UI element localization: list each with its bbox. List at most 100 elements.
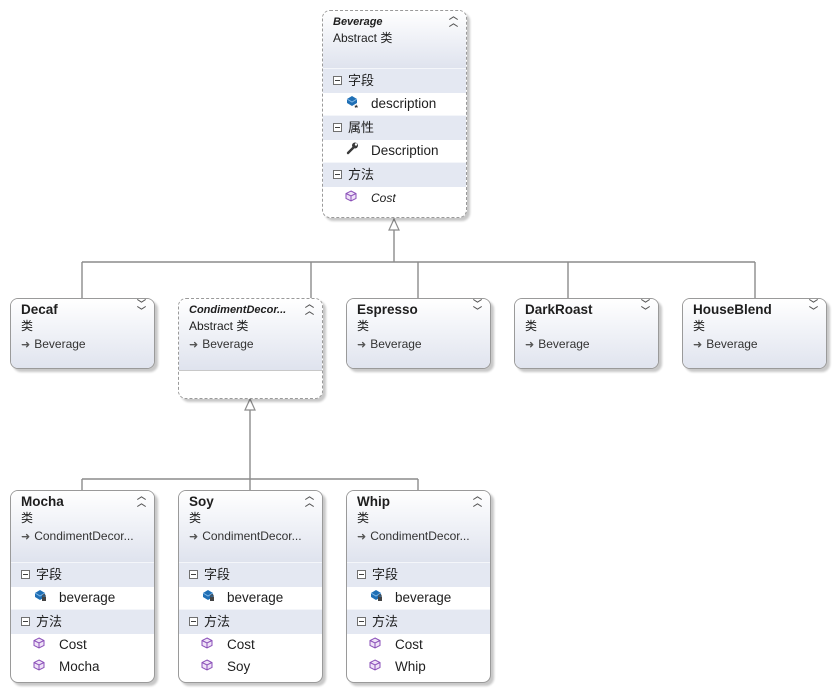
section-fields[interactable]: 字段: [179, 562, 322, 587]
chevron-down-icon[interactable]: ﹀﹀: [472, 299, 482, 316]
chevron-up-icon[interactable]: ︿︿: [472, 491, 482, 508]
base-class: ➜Beverage: [525, 337, 648, 353]
member-method[interactable]: Mocha: [11, 656, 154, 678]
class-dark-roast[interactable]: DarkRoast 类 ➜Beverage ﹀﹀: [514, 298, 659, 369]
class-stereotype: 类: [189, 511, 202, 525]
collapse-icon[interactable]: [333, 75, 342, 85]
wrench-property-icon: [345, 140, 371, 162]
member-name: description: [371, 96, 437, 111]
collapse-icon[interactable]: [357, 569, 366, 579]
member-field[interactable]: beverage: [347, 587, 490, 609]
class-stereotype: 类: [693, 319, 706, 333]
private-field-icon: [201, 587, 227, 609]
base-class-name: Beverage: [202, 337, 254, 351]
base-class: ➜Beverage: [357, 337, 480, 353]
class-name: Espresso: [357, 302, 418, 317]
collapse-icon[interactable]: [333, 169, 342, 179]
base-class-name: Beverage: [538, 337, 590, 351]
private-field-icon: [33, 587, 59, 609]
class-header[interactable]: HouseBlend 类 ➜Beverage ﹀﹀: [683, 299, 826, 368]
class-header[interactable]: Mocha 类 ➜CondimentDecor... ︿︿: [11, 491, 154, 562]
member-field[interactable]: beverage: [179, 587, 322, 609]
section-methods[interactable]: 方法: [179, 609, 322, 634]
member-property[interactable]: Description: [323, 140, 466, 162]
member-name: Mocha: [59, 659, 100, 674]
class-name: Soy: [189, 494, 214, 509]
section-methods[interactable]: 方法: [347, 609, 490, 634]
class-mocha[interactable]: Mocha 类 ➜CondimentDecor... ︿︿ 字段 beverag…: [10, 490, 155, 683]
section-methods[interactable]: 方法: [11, 609, 154, 634]
member-method[interactable]: Cost: [11, 634, 154, 656]
member-field[interactable]: description: [323, 93, 466, 115]
member-name: Cost: [227, 637, 255, 652]
base-class: ➜Beverage: [21, 337, 144, 353]
class-house-blend[interactable]: HouseBlend 类 ➜Beverage ﹀﹀: [682, 298, 827, 369]
section-properties[interactable]: 属性: [323, 115, 466, 140]
class-header[interactable]: Decaf 类 ➜Beverage ﹀﹀: [11, 299, 154, 368]
class-beverage[interactable]: Beverage Abstract 类 ︿︿ 字段 description 属性…: [322, 10, 467, 218]
private-field-icon: [369, 587, 395, 609]
method-cube-icon: [33, 634, 59, 656]
class-header[interactable]: Beverage Abstract 类 ︿︿: [323, 11, 466, 68]
member-method[interactable]: Cost: [179, 634, 322, 656]
method-cube-icon: [345, 187, 371, 209]
chevron-up-icon[interactable]: ︿︿: [448, 11, 458, 28]
section-fields[interactable]: 字段: [11, 562, 154, 587]
class-header[interactable]: Soy 类 ➜CondimentDecor... ︿︿: [179, 491, 322, 562]
class-header[interactable]: CondimentDecor... Abstract 类 ➜Beverage ︿…: [179, 299, 322, 370]
class-condiment-decorator[interactable]: CondimentDecor... Abstract 类 ➜Beverage ︿…: [178, 298, 323, 399]
chevron-down-icon[interactable]: ﹀﹀: [808, 299, 818, 316]
section-title: 方法: [348, 167, 375, 182]
inheritance-arrow-icon: ➜: [21, 531, 31, 543]
base-class: ➜CondimentDecor...: [189, 529, 312, 545]
collapse-icon[interactable]: [333, 122, 342, 132]
section-title: 字段: [36, 567, 63, 582]
collapse-icon[interactable]: [21, 616, 30, 626]
member-name: Cost: [59, 637, 87, 652]
section-title: 字段: [348, 73, 375, 88]
base-class-name: CondimentDecor...: [34, 529, 134, 543]
class-header[interactable]: Espresso 类 ➜Beverage ﹀﹀: [347, 299, 490, 368]
section-fields[interactable]: 字段: [347, 562, 490, 587]
collapse-icon[interactable]: [189, 569, 198, 579]
class-espresso[interactable]: Espresso 类 ➜Beverage ﹀﹀: [346, 298, 491, 369]
class-soy[interactable]: Soy 类 ➜CondimentDecor... ︿︿ 字段 beverage …: [178, 490, 323, 683]
member-method[interactable]: Cost: [347, 634, 490, 656]
member-name: Whip: [395, 659, 426, 674]
member-method[interactable]: Whip: [347, 656, 490, 678]
collapse-icon[interactable]: [189, 616, 198, 626]
class-name: CondimentDecor...: [189, 304, 287, 316]
class-decaf[interactable]: Decaf 类 ➜Beverage ﹀﹀: [10, 298, 155, 369]
member-name: Description: [371, 143, 439, 158]
chevron-up-icon[interactable]: ︿︿: [304, 299, 314, 316]
class-header[interactable]: Whip 类 ➜CondimentDecor... ︿︿: [347, 491, 490, 562]
class-whip[interactable]: Whip 类 ➜CondimentDecor... ︿︿ 字段 beverage…: [346, 490, 491, 683]
chevron-down-icon[interactable]: ﹀﹀: [136, 299, 146, 316]
chevron-up-icon[interactable]: ︿︿: [304, 491, 314, 508]
base-class-name: Beverage: [34, 337, 86, 351]
section-title: 方法: [204, 614, 231, 629]
class-name: Beverage: [333, 16, 383, 28]
protected-field-icon: [345, 93, 371, 115]
member-method[interactable]: Cost: [323, 187, 466, 209]
class-stereotype: Abstract 类: [333, 31, 393, 45]
member-method[interactable]: Soy: [179, 656, 322, 678]
section-methods[interactable]: 方法: [323, 162, 466, 187]
members-area: [179, 370, 322, 398]
chevron-up-icon[interactable]: ︿︿: [136, 491, 146, 508]
method-cube-icon: [369, 634, 395, 656]
class-header[interactable]: DarkRoast 类 ➜Beverage ﹀﹀: [515, 299, 658, 368]
inheritance-arrowhead: [244, 397, 256, 411]
member-field[interactable]: beverage: [11, 587, 154, 609]
class-name: HouseBlend: [693, 302, 772, 317]
collapse-icon[interactable]: [21, 569, 30, 579]
chevron-down-icon[interactable]: ﹀﹀: [640, 299, 650, 316]
class-name: DarkRoast: [525, 302, 593, 317]
section-fields[interactable]: 字段: [323, 68, 466, 93]
inheritance-arrowhead: [388, 217, 400, 231]
collapse-icon[interactable]: [357, 616, 366, 626]
base-class: ➜Beverage: [693, 337, 816, 353]
inheritance-arrow-icon: ➜: [693, 339, 703, 351]
class-stereotype: 类: [525, 319, 538, 333]
